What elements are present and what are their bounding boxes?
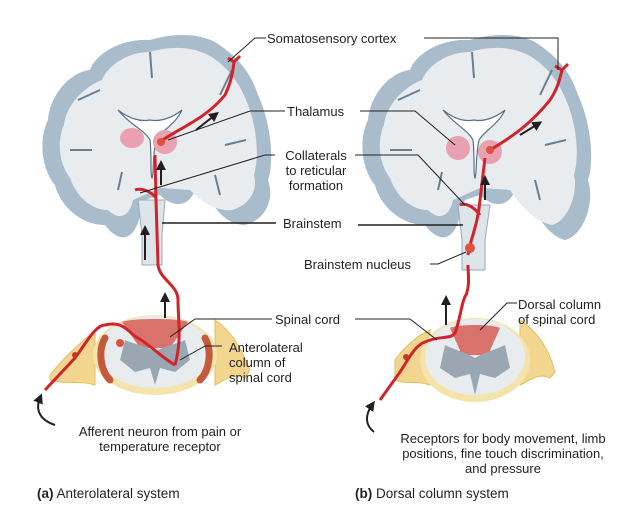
label-somatosensory-cortex: Somatosensory cortex (267, 31, 397, 46)
label-dorsal-column: Dorsal column of spinal cord (518, 297, 601, 327)
ventricle-b (442, 109, 506, 180)
label-afferent-line-1: Afferent neuron from pain or (78, 424, 242, 439)
leader-thalamus-b (360, 110, 456, 146)
leader-dorsal-column (479, 302, 517, 331)
brainstem-b (457, 204, 491, 271)
leader-brainstem-nucleus (430, 251, 467, 265)
label-receptors-line-3: and pressure (465, 461, 541, 476)
neuron-pathway-a (43, 54, 242, 392)
label-afferent-line-2: temperature receptor (99, 439, 221, 454)
caption-b-letter: (b) (355, 486, 373, 501)
label-collaterals-line-3: formation (288, 178, 344, 193)
caption-b-text: Dorsal column system (376, 486, 509, 501)
gray-matter-a (120, 340, 190, 385)
caption-b: (b) Dorsal column system (355, 486, 509, 501)
leader-collaterals-a (139, 154, 275, 194)
label-collaterals: Collaterals to reticular formation (276, 148, 356, 193)
label-anterolateral-column: Anterolateral column of spinal cord (229, 340, 303, 385)
collaterals-a (134, 187, 158, 199)
cell-body-cord-a (116, 339, 124, 347)
thalamus-left-a (120, 128, 144, 148)
label-spinal-cord: Spinal cord (275, 312, 341, 327)
label-brainstem: Brainstem (283, 216, 342, 231)
cell-body-ganglion-a (72, 352, 78, 358)
leader-thalamus-a (167, 110, 285, 141)
cell-body-thalamus-a (157, 138, 165, 146)
afferent-neuron-b (378, 264, 470, 401)
anterolateral-column-left-a (97, 334, 114, 384)
cell-body-brainstem-nucleus-b (465, 243, 475, 253)
direction-arrows (33, 111, 543, 433)
cortex-terminal-a (227, 54, 242, 64)
label-receptors: Receptors for body movement, limb positi… (381, 431, 625, 476)
leader-collaterals-b (355, 154, 466, 206)
label-collaterals-line-2: to reticular (285, 163, 347, 178)
ascending-tract-a (153, 154, 181, 366)
curved-arrow-receptor-b (365, 400, 375, 433)
thalamus-left-b (446, 136, 470, 160)
brainstem-a (137, 199, 166, 266)
arrow-cortex-a (195, 111, 219, 131)
label-thalamus: Thalamus (287, 104, 345, 119)
thalamocortical-tract-a (159, 61, 236, 144)
thalamocortical-tract-b (489, 69, 564, 152)
sulci-b (390, 51, 567, 201)
caption-a-letter: (a) (37, 486, 54, 501)
leader-spinal-cord-a (169, 318, 272, 338)
leader-spinal-cord-b (355, 318, 438, 341)
leader-somatosensory-b (424, 37, 559, 70)
brain-section-b (362, 35, 592, 271)
anterolateral-column-right-a (196, 334, 213, 384)
label-dorsal-column-line-1: Dorsal column (518, 297, 602, 312)
caption-a: (a) Anterolateral system (37, 486, 180, 501)
spinal-cord-section-b (394, 318, 556, 402)
collaterals-b (459, 202, 482, 216)
curved-arrow-receptor-a (33, 393, 56, 426)
leader-somatosensory-a (227, 37, 266, 63)
cortex-terminal-b (554, 62, 570, 72)
label-receptors-line-1: Receptors for body movement, limb (400, 431, 606, 446)
arrow-cortex-b (519, 121, 543, 136)
brain-section-a (42, 35, 272, 266)
sulci-a (70, 51, 247, 196)
cell-body-thalamus-b (486, 146, 494, 154)
label-afferent-neuron: Afferent neuron from pain or temperature… (60, 424, 260, 454)
cell-body-ganglion-b (403, 354, 409, 360)
label-collaterals-line-1: Collaterals (285, 148, 347, 163)
leader-lines (139, 37, 559, 361)
caption-a-text: Anterolateral system (56, 486, 180, 501)
dorsal-column-b (450, 325, 500, 355)
label-receptors-line-2: positions, fine touch discrimination, (402, 446, 604, 461)
label-brainstem-nucleus: Brainstem nucleus (304, 257, 411, 272)
leader-anterolateral (179, 345, 222, 361)
label-dorsal-column-line-2: of spinal cord (518, 312, 596, 327)
label-anterolateral-line-2: column of (229, 355, 286, 370)
dorsal-column-a (122, 319, 188, 348)
spinal-cord-section-a (49, 315, 251, 395)
gray-matter-b (440, 345, 510, 395)
neuron-pathway-b (378, 62, 570, 401)
label-anterolateral-line-3: spinal cord (229, 370, 292, 385)
afferent-neuron-a (43, 322, 176, 392)
label-anterolateral-line-1: Anterolateral (229, 340, 303, 355)
